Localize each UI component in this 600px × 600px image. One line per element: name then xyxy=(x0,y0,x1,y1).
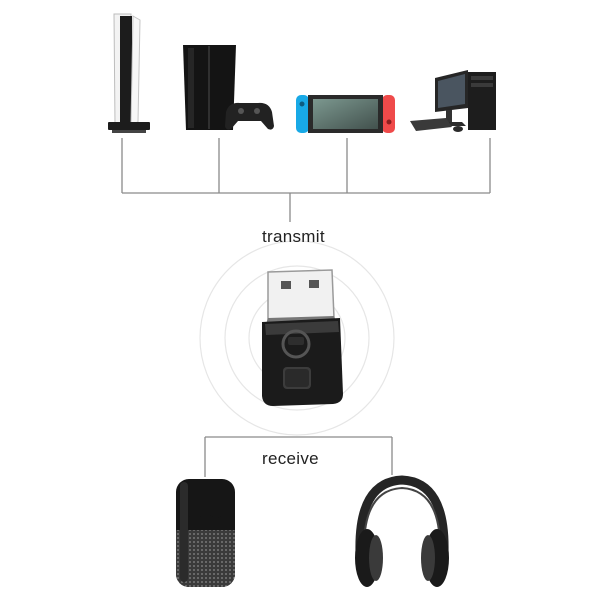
desktop-pc-icon xyxy=(410,70,496,132)
switch-console-icon xyxy=(296,95,395,133)
headphones-icon xyxy=(355,475,449,587)
transmit-connector-lines xyxy=(121,138,491,222)
receive-label: receive xyxy=(262,449,319,468)
ps4-console-icon xyxy=(183,45,274,130)
ps5-console-icon xyxy=(108,13,150,133)
wireless-speaker-icon xyxy=(176,479,235,587)
transmit-label: transmit xyxy=(262,227,325,246)
usb-adapter-icon xyxy=(262,269,343,406)
receive-connector-lines xyxy=(204,436,393,477)
